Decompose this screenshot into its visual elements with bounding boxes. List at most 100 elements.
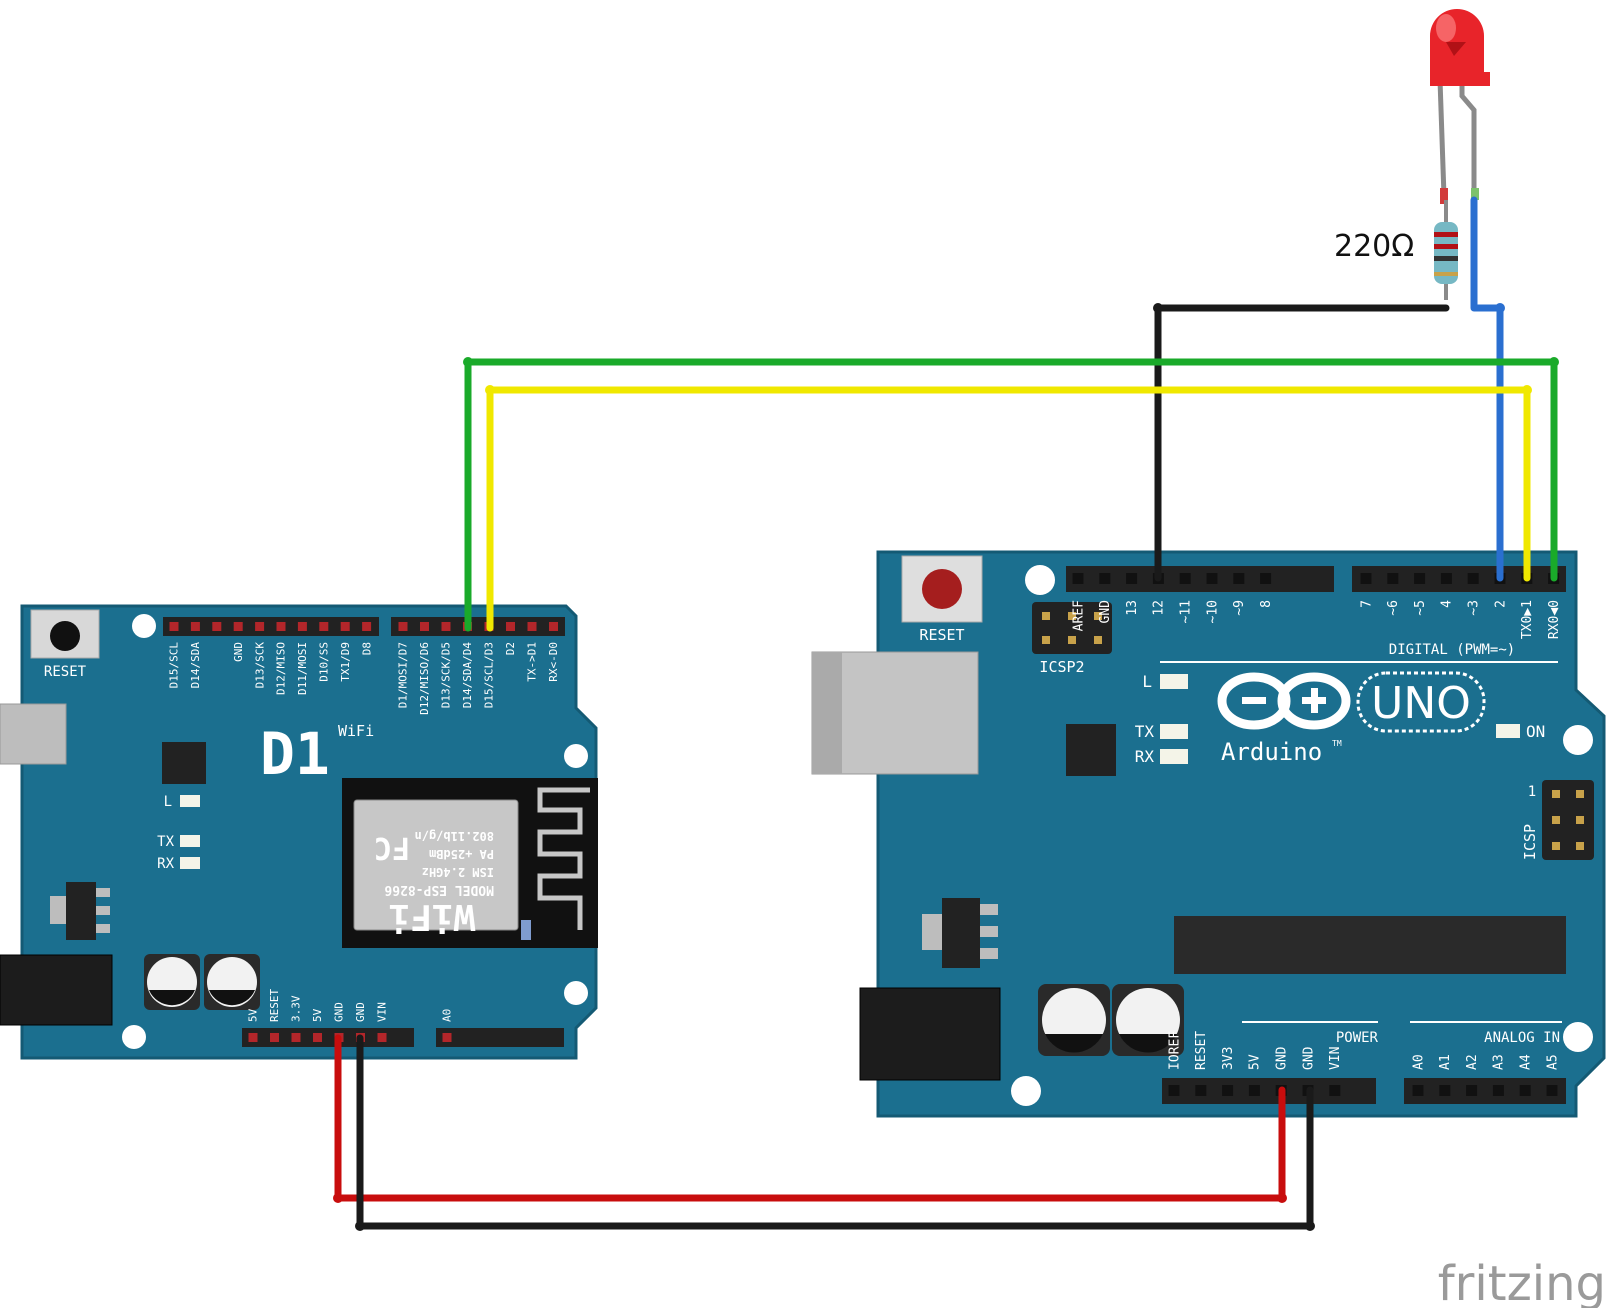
header-pin [1168,1085,1180,1096]
header-pin [248,1033,258,1042]
d1-reset-cap [50,621,80,651]
d1-header-top-left [163,617,379,636]
pin-label: 7 [1359,600,1374,608]
led-cathode-tip [1471,188,1479,200]
pin-label: GND [333,1002,346,1022]
uno-header-power [1162,1078,1376,1104]
uno-mcu-chip [1174,916,1566,974]
pin-label: ~11 [1179,600,1194,623]
header-pin [1206,573,1218,584]
pin-label: RESET [1194,1031,1209,1070]
pin-label: A0 [441,1009,454,1022]
uno-dc-jack [859,987,1001,1081]
pin-label: TX1/D9 [339,642,352,682]
uno-logo-text: UNO [1371,678,1471,729]
header-pin [340,622,350,631]
wire-green-d4-to-rx [464,358,1558,632]
wire-black-gnd [356,1034,1314,1230]
header-pin [1222,1085,1234,1096]
uno-icsp-pins [1552,790,1584,850]
pin-label: ~9 [1232,600,1247,616]
uno-led-rx [1160,749,1188,764]
arduino-logo [1217,672,1351,730]
esp8266-module: MODEL ESP-8266 ISM 2.4GHz PA +25dBm 802.… [342,778,598,948]
header-pin [1414,573,1426,584]
esp-line4: 802.11b/g/n [415,829,494,843]
pin-label: 4 [1440,600,1455,608]
pin-label: D15/SCL [168,642,181,689]
pin-label: ~5 [1413,600,1428,616]
pin-label: 12 [1152,600,1167,616]
header-pin [297,622,307,631]
pin-label: D2 [504,642,517,655]
d1-led-l-label: L [164,794,172,810]
uno-mount-hole [1025,565,1055,595]
d1-logo-sub: WiFi [338,722,374,740]
uno-mount-hole [1011,1076,1041,1106]
fritzing-watermark: fritzing [1438,1256,1606,1308]
header-pin [1099,573,1111,584]
header-pin [1072,573,1084,584]
pin-label: D12/MISO [275,642,288,695]
pin-label: VIN [376,1002,389,1022]
header-pin [442,1033,452,1042]
pin-label: D11/MOSI [296,642,309,695]
uno-header-analog [1404,1078,1566,1104]
pin-label: D10/SS [317,642,330,682]
header-pin [169,622,179,631]
pin-label: ~10 [1205,600,1220,623]
header-pin [1387,573,1399,584]
pin-label: D13/SCK/D5 [440,642,453,708]
uno-led-on [1496,724,1520,738]
d1-analog-pin-group: A0 [441,1009,454,1042]
uno-regulator-tab [922,914,942,950]
resistor-label: 220Ω [1334,229,1414,264]
header-pin [276,622,286,631]
pin-label: 8 [1259,600,1274,608]
pin-label: D8 [360,642,373,655]
pin-label: 5V [311,1008,324,1022]
pin-label: D12/MISO/D6 [418,642,431,715]
pin-label: 13 [1125,600,1140,616]
uno-power-label: POWER [1336,1030,1379,1046]
pin-label: RX<-D0 [547,642,560,682]
resistor-220-ohm [1434,200,1458,300]
header-pin [1179,573,1191,584]
uno-led-tx-label: TX [1135,722,1155,741]
uno-icsp2-pins [1042,612,1102,644]
uno-led-rx-label: RX [1135,747,1155,766]
header-pin [1412,1085,1424,1096]
uno-led-on-label: ON [1526,722,1545,741]
d1-mount-hole [564,744,588,768]
pin-label: D15/SCL/D3 [483,642,496,708]
uno-led-l [1160,674,1188,689]
uno-mount-hole [1563,1022,1593,1052]
uno-capacitor [1038,984,1110,1056]
pin-label: GND [354,1002,367,1022]
d1-capacitor [204,954,260,1010]
uno-brand: Arduino [1221,738,1322,766]
d1-header-top-right [391,617,565,636]
header-pin [377,1033,387,1042]
pin-label: D14/SDA/D4 [461,642,474,709]
header-pin [1492,1085,1504,1096]
header-pin [1519,1085,1531,1096]
header-pin [549,622,558,631]
header-pin [233,622,243,631]
pin-label: ~6 [1386,600,1401,616]
pin-label: VIN [1328,1047,1343,1070]
d1-led-l [180,795,200,807]
pin-label: A2 [1465,1054,1480,1070]
header-pin [527,622,537,631]
pin-label: IOREF [1167,1031,1182,1070]
pin-label: D13/SCK [253,642,266,689]
wire-endpoints [333,303,1559,1231]
d1-regulator-leg [96,888,110,897]
esp-led [521,920,531,940]
wire-blue-led-to-d2 [1470,196,1504,582]
header-pin [1195,1085,1207,1096]
pin-label: 5V [1248,1054,1263,1070]
